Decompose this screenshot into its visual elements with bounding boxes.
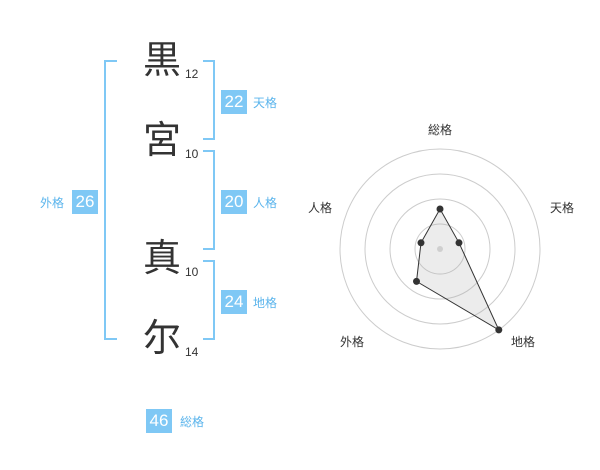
radar-ring (389, 198, 491, 300)
radar-axis-label-soukaku: 総格 (428, 123, 453, 137)
radar-point-2 (495, 326, 503, 334)
radar-point-4 (417, 239, 425, 247)
radar-point-3 (413, 277, 420, 285)
stroke-count-1: 12 (185, 67, 199, 81)
stroke-count-2: 10 (185, 147, 199, 161)
chikaku-value: 24 (221, 290, 247, 314)
chikaku-label: 地格 (253, 296, 278, 310)
stroke-count-4: 14 (185, 345, 199, 359)
gaikaku-bracket (104, 60, 117, 340)
chikaku-bracket (203, 260, 215, 340)
jinkaku-value: 20 (221, 190, 247, 214)
jinkaku-bracket (203, 150, 215, 250)
soukaku-label: 総格 (180, 415, 205, 429)
radar-axis-label-chikaku: 地格 (511, 335, 536, 349)
radar-point-0 (436, 205, 444, 213)
radar-ring (414, 223, 466, 275)
gaikaku-label: 外格 (40, 196, 65, 210)
radar-ring (364, 173, 516, 325)
name-char-4: 尔 (143, 316, 182, 360)
radar-axis-label-tenkaku: 天格 (550, 201, 575, 215)
stroke-count-3: 10 (185, 265, 199, 279)
tenkaku-value: 22 (221, 90, 247, 114)
name-char-2: 宮 (143, 118, 182, 162)
name-char-1: 黒 (143, 38, 182, 82)
radar-axis-label-gaikaku: 外格 (340, 335, 365, 349)
radar-ring (339, 148, 541, 350)
radar-series-area (415, 207, 500, 332)
jinkaku-label: 人格 (253, 196, 278, 210)
name-char-3: 真 (143, 236, 182, 280)
tenkaku-bracket (203, 60, 215, 140)
gaikaku-value: 26 (72, 190, 98, 214)
tenkaku-label: 天格 (253, 96, 278, 110)
radar-axis-label-jinkaku: 人格 (308, 201, 333, 215)
soukaku-value: 46 (146, 409, 172, 433)
radar-center (437, 246, 443, 252)
radar-point-1 (455, 239, 463, 247)
radar-chart (339, 148, 541, 350)
